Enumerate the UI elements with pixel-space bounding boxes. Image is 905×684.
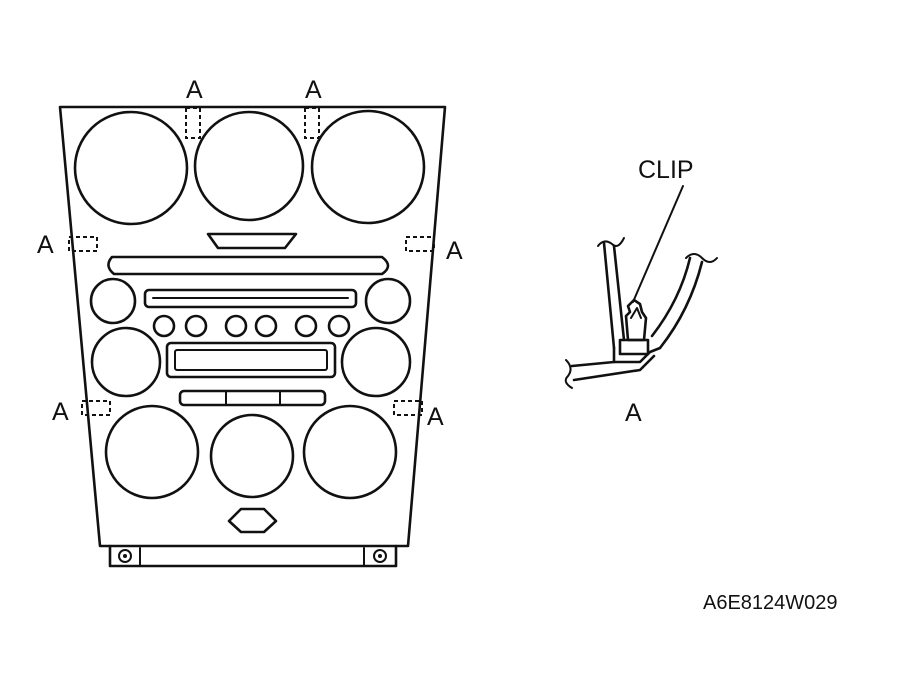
mode-button-strip xyxy=(178,389,327,407)
vent-top-center xyxy=(193,110,305,222)
figure-code: A6E8124W029 xyxy=(703,592,838,614)
detail-slant-outer xyxy=(650,256,692,338)
clip-label-low-right: A xyxy=(427,403,444,431)
cd-slot xyxy=(107,255,390,276)
detail-panel-break xyxy=(564,359,573,389)
detail-wall-outer xyxy=(602,241,616,350)
clip-location-mid-right xyxy=(405,236,435,252)
bottom-button xyxy=(227,507,278,534)
dial-right-large xyxy=(340,326,412,398)
clip-label-low-left: A xyxy=(52,398,69,426)
screw-hole-right xyxy=(373,549,387,563)
dial-left-small xyxy=(89,277,137,325)
detail-view-label: A xyxy=(625,399,642,427)
clip-location-top-left xyxy=(185,107,201,139)
center-panel xyxy=(58,105,447,568)
display-bar xyxy=(143,288,358,309)
detail-wall-break-right xyxy=(685,253,718,263)
clip-label-mid-right: A xyxy=(446,237,463,265)
detail-wall-inner xyxy=(612,244,626,342)
clip-location-top-right xyxy=(304,107,320,139)
screw-hole-left xyxy=(118,549,132,563)
vent-bottom-left xyxy=(104,404,200,500)
detail-clip-seat xyxy=(618,338,650,356)
clip-label-top-left: A xyxy=(186,76,203,104)
detail-clip-body xyxy=(624,298,648,342)
clip-label-mid-left: A xyxy=(37,231,54,259)
clip-location-low-right xyxy=(393,400,423,416)
panel-mounting-bar xyxy=(108,544,398,568)
climate-display-inner xyxy=(174,349,328,371)
clip-label-top-right: A xyxy=(305,76,322,104)
detail-slant-inner xyxy=(658,260,704,350)
detail-bracket-top xyxy=(612,346,662,364)
vent-bottom-center xyxy=(209,413,295,499)
detail-panel-top xyxy=(570,360,616,368)
dial-right-small xyxy=(364,277,412,325)
hazard-button xyxy=(206,232,298,250)
clip-location-low-left xyxy=(81,400,111,416)
panel-outline xyxy=(58,105,447,548)
clip-callout-label: CLIP xyxy=(638,156,694,184)
detail-clip-head xyxy=(630,307,642,319)
vent-top-left xyxy=(73,110,189,226)
dial-left-large xyxy=(90,326,162,398)
preset-buttons xyxy=(152,314,351,338)
detail-view-a xyxy=(564,185,718,389)
clip-leader-line xyxy=(632,185,684,303)
detail-panel-bottom xyxy=(572,354,656,382)
vent-bottom-right xyxy=(302,404,398,500)
detail-wall-break-left xyxy=(597,237,625,247)
vent-top-right xyxy=(310,109,426,225)
climate-display xyxy=(165,341,337,379)
clip-location-mid-left xyxy=(68,236,98,252)
